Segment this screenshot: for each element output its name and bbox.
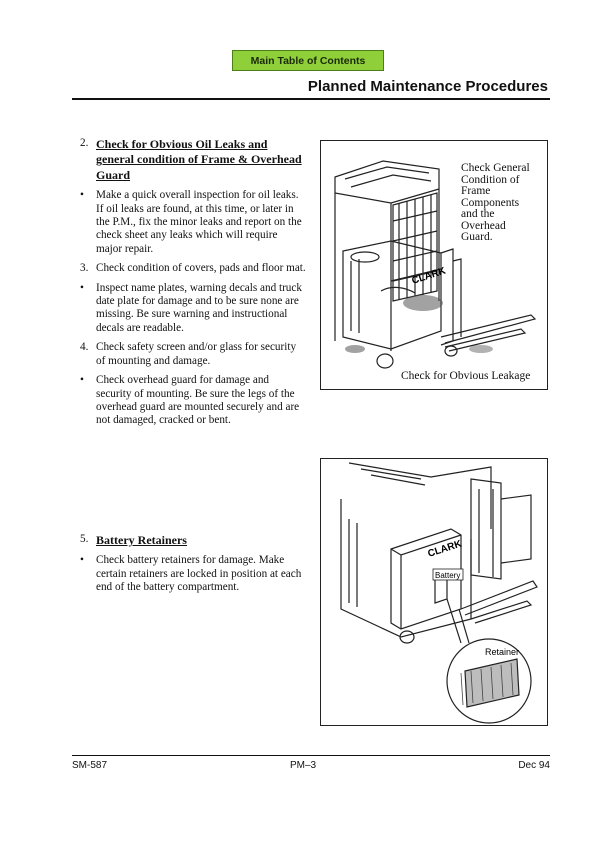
section-oil-leaks: 2. Check for Obvious Oil Leaks and gener… [80, 137, 306, 434]
section-title: Battery Retainers [96, 533, 187, 547]
list-item-text: Check safety screen and/or glass for sec… [96, 341, 297, 367]
figure-callout: Check General Condition of Frame Compone… [461, 162, 530, 243]
header-divider [72, 98, 550, 100]
page-title: Planned Maintenance Procedures [307, 78, 548, 95]
retainer-label: Retainer [485, 647, 519, 657]
list-marker: • [80, 281, 84, 294]
leak-spot [345, 345, 365, 353]
list-item-text: Check condition of covers, pads and floo… [96, 262, 306, 275]
list-marker: • [80, 554, 84, 567]
section-heading: 5. Battery Retainers [80, 533, 306, 548]
figure-battery-retainer: CLARK Battery Retainer [320, 458, 548, 726]
list-item: 3. Check condition of covers, pads and f… [80, 262, 306, 275]
list-item: • Inspect name plates, warning decals an… [80, 282, 306, 336]
list-marker: • [80, 374, 84, 387]
section-number: 2. [80, 137, 89, 149]
leak-spot [403, 295, 443, 311]
leak-spot [469, 345, 493, 353]
section-battery-retainers: 5. Battery Retainers • Check battery ret… [80, 533, 306, 601]
brand-logo: CLARK [411, 265, 448, 287]
section-number: 5. [80, 533, 89, 545]
list-item-text: Inspect name plates, warning decals and … [96, 281, 302, 334]
section-heading: 2. Check for Obvious Oil Leaks and gener… [80, 137, 306, 183]
list-item: • Check battery retainers for damage. Ma… [80, 554, 306, 594]
brand-logo: CLARK [427, 538, 464, 560]
list-item-text: Check battery retainers for damage. Make… [96, 554, 302, 594]
truck-illustration: CLARK [334, 160, 537, 369]
list-item: 4. Check safety screen and/or glass for … [80, 341, 306, 368]
footer-divider [72, 755, 550, 756]
footer-doc-number: SM-587 [72, 760, 108, 771]
figure-truck-overview: CLARK Check General Condition of Frame C… [320, 140, 548, 390]
list-marker: 4. [80, 341, 89, 354]
footer-page-number: PM–3 [290, 760, 317, 771]
list-marker: • [80, 189, 84, 202]
figure-caption: Check for Obvious Leakage [401, 370, 531, 382]
footer-date: Dec 94 [518, 760, 550, 771]
list-marker: 3. [80, 262, 89, 275]
battery-illustration: CLARK Battery Retainer [340, 462, 538, 724]
list-item: • Check overhead guard for damage and se… [80, 374, 306, 428]
list-item-text: Check overhead guard for damage and secu… [96, 374, 300, 427]
main-toc-button[interactable]: Main Table of Contents [232, 50, 384, 71]
list-item-text: Make a quick overall inspection for oil … [96, 189, 302, 255]
section-title: Check for Obvious Oil Leaks and general … [96, 137, 302, 182]
battery-label: Battery [435, 571, 460, 580]
list-item: • Make a quick overall inspection for oi… [80, 189, 306, 256]
